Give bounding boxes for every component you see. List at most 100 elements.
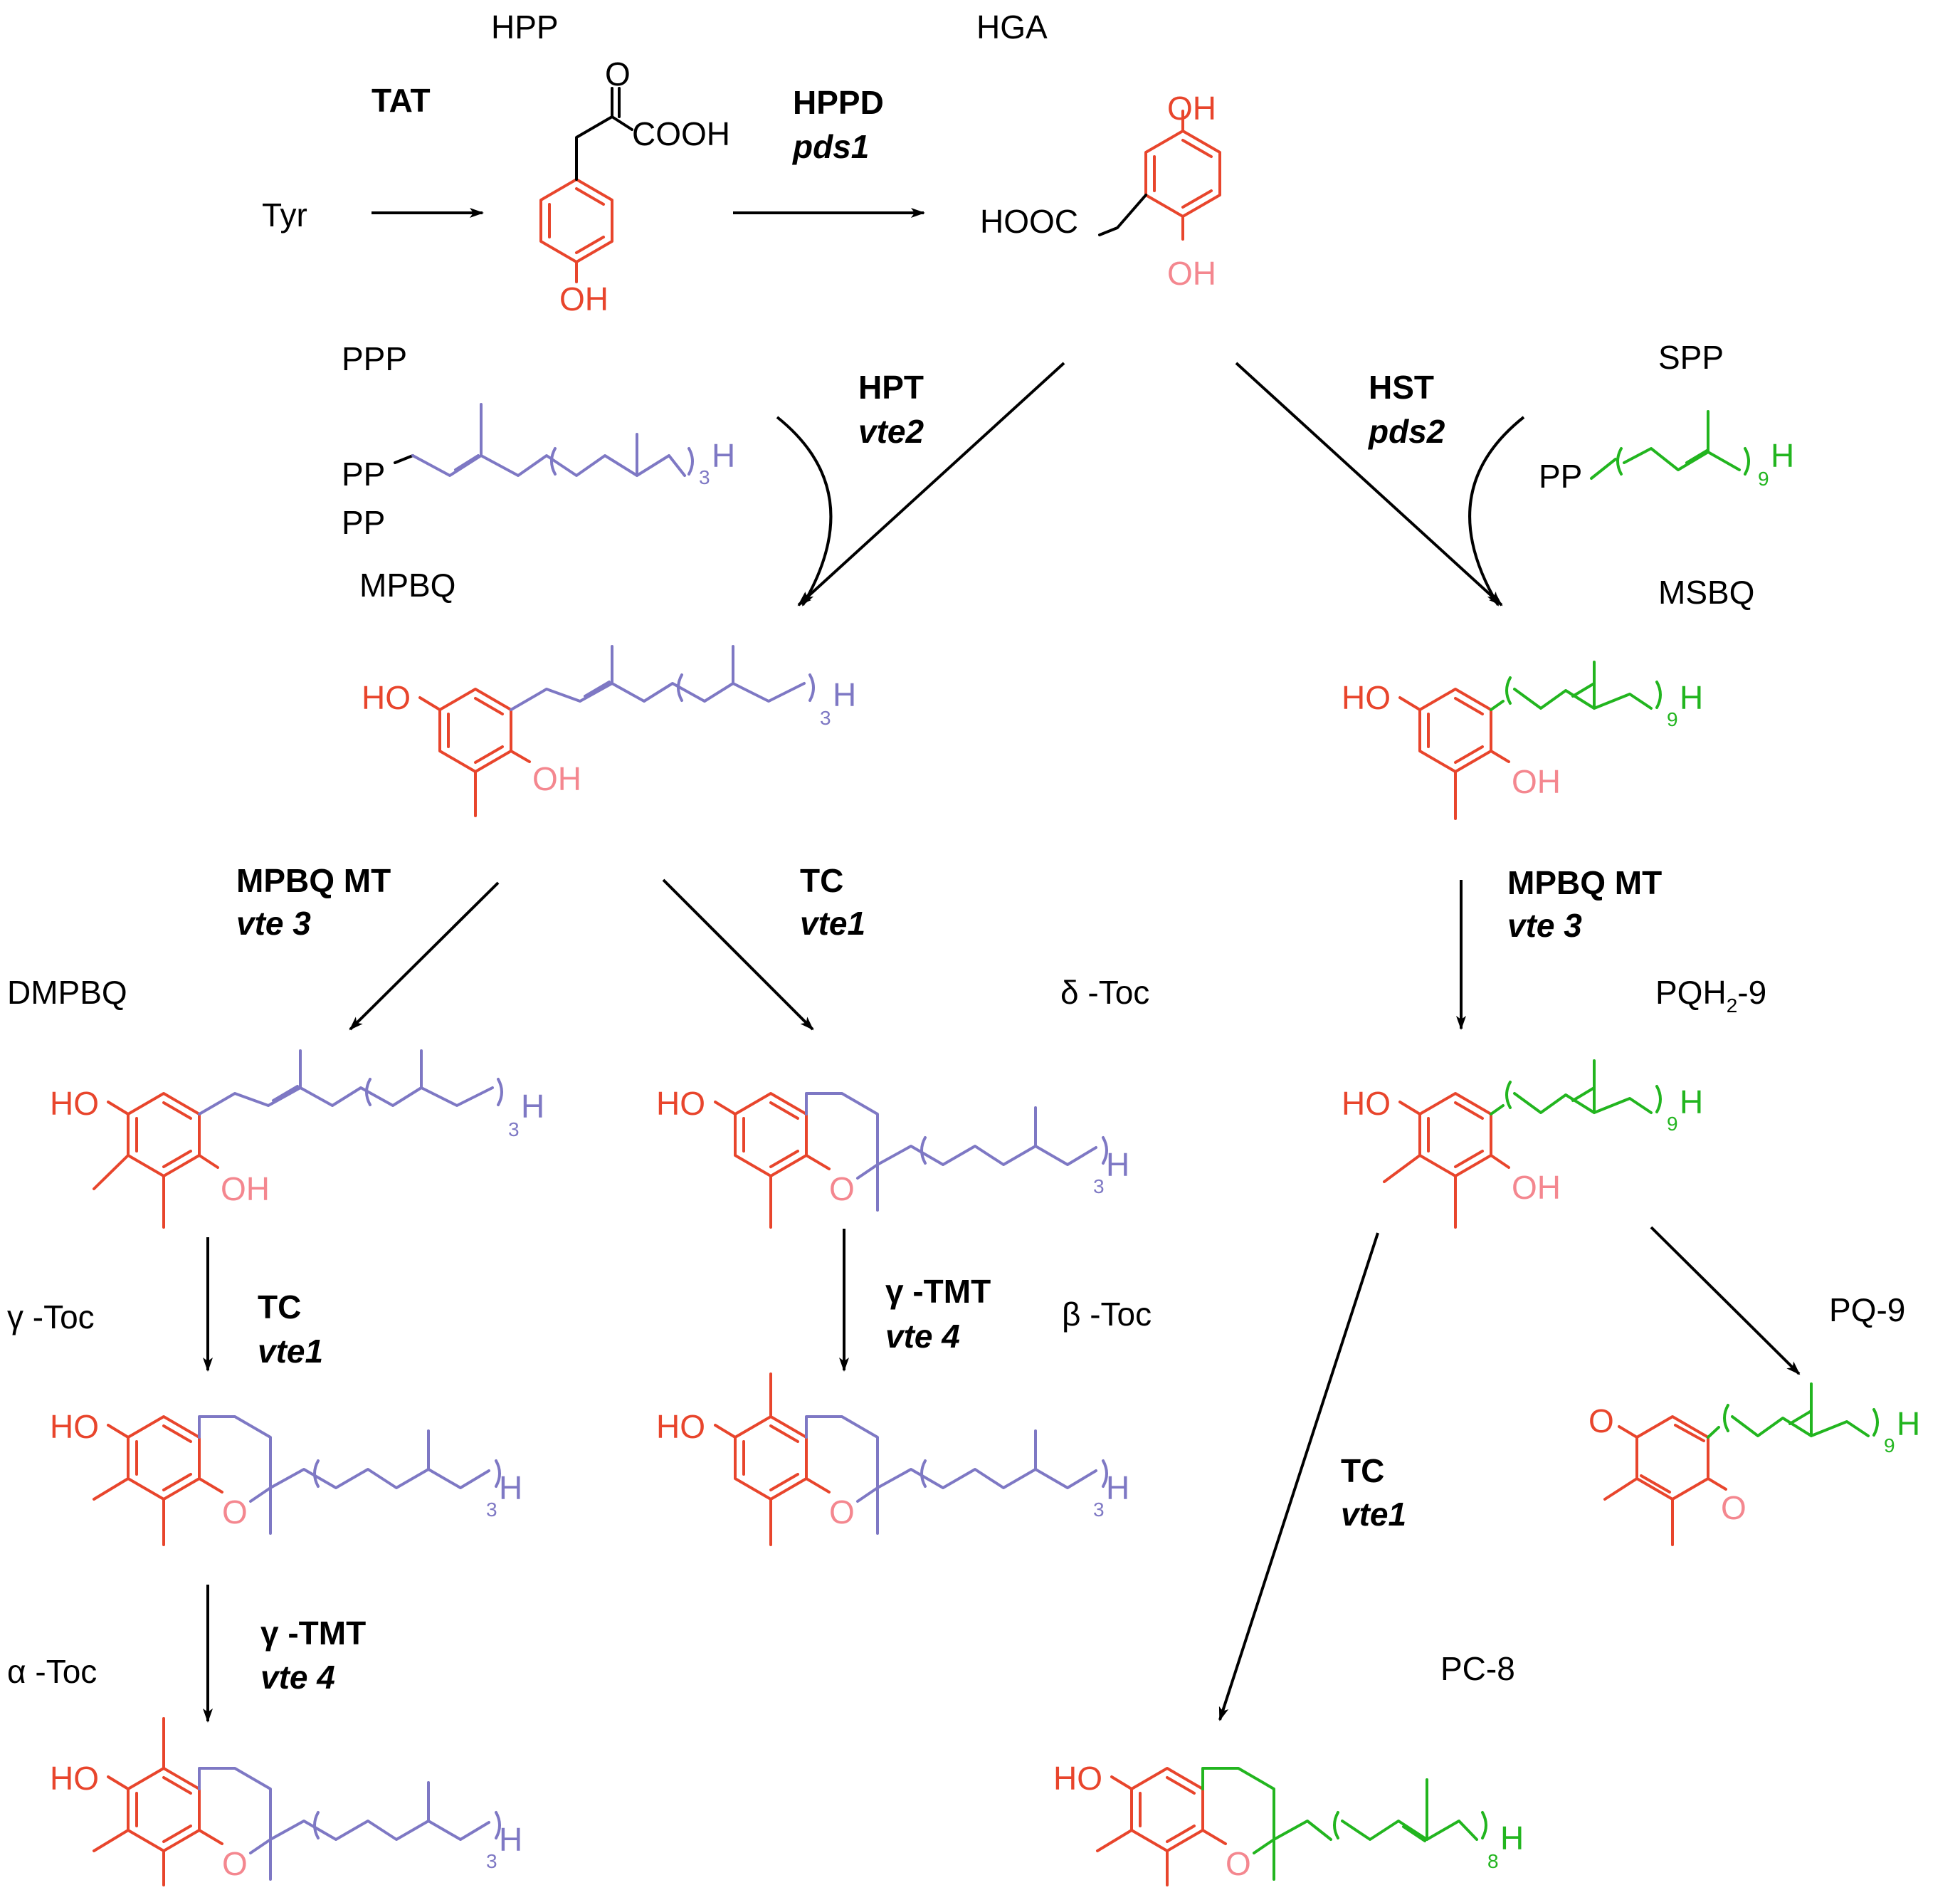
svg-text:3: 3 <box>486 1498 497 1521</box>
gene-label-vte2: vte2 <box>858 413 924 450</box>
svg-text:HO: HO <box>1342 679 1391 716</box>
molecule-alpha-toc: HO O 3 H <box>50 1717 522 1886</box>
svg-text:3: 3 <box>486 1850 497 1872</box>
enzyme-label-hst: HST <box>1369 369 1434 406</box>
enzyme-label-mpbq-mt-right: MPBQ MT <box>1507 864 1662 901</box>
svg-text:OH: OH <box>1512 1169 1561 1206</box>
svg-text:O: O <box>605 56 631 93</box>
svg-text:H: H <box>833 676 856 713</box>
compound-label-delta-toc: δ -Toc <box>1060 974 1149 1011</box>
svg-text:PP: PP <box>342 504 385 541</box>
gene-label-pds1: pds1 <box>791 128 869 165</box>
svg-text:H: H <box>1106 1146 1129 1183</box>
svg-text:O: O <box>829 1170 855 1207</box>
svg-text:H: H <box>521 1088 544 1125</box>
arrow-spp-to-msbq <box>1468 416 1525 607</box>
compound-label-spp: SPP <box>1658 339 1724 376</box>
svg-text:HO: HO <box>1342 1085 1391 1122</box>
svg-text:O: O <box>222 1494 248 1531</box>
molecule-pc-8: HO O 8 H <box>1053 1760 1524 1886</box>
molecule-beta-toc: HO O 3 H <box>656 1372 1129 1546</box>
svg-text:H: H <box>1500 1820 1524 1857</box>
svg-text:3: 3 <box>699 466 710 488</box>
compound-label-pqh2-9: PQH2-9 <box>1655 974 1766 1017</box>
svg-text:O: O <box>1721 1489 1746 1526</box>
svg-text:O: O <box>222 1845 248 1882</box>
svg-text:OH: OH <box>532 760 581 797</box>
gene-label-vte1-left: vte1 <box>258 1333 323 1370</box>
svg-text:H: H <box>1771 437 1794 474</box>
svg-text:HO: HO <box>362 679 411 716</box>
svg-text:3: 3 <box>508 1118 520 1140</box>
arrow-ppp-to-mpbq <box>776 416 833 607</box>
molecule-pqh2-9: HO OH 9 H <box>1342 1059 1703 1229</box>
svg-text:9: 9 <box>1884 1434 1895 1456</box>
compound-label-pc-8: PC-8 <box>1440 1650 1515 1687</box>
svg-text:O: O <box>1226 1845 1251 1882</box>
svg-text:OH: OH <box>1167 255 1216 292</box>
svg-text:3: 3 <box>820 707 831 729</box>
compound-label-alpha-toc: α -Toc <box>7 1653 97 1690</box>
svg-text:8: 8 <box>1487 1850 1499 1872</box>
enzyme-label-hppd: HPPD <box>793 84 884 121</box>
svg-text:3: 3 <box>1093 1498 1105 1521</box>
molecule-ppp: PP PP 3 H <box>342 403 735 541</box>
svg-text:H: H <box>499 1469 522 1506</box>
svg-text:HO: HO <box>50 1085 99 1122</box>
svg-text:HO: HO <box>50 1408 99 1445</box>
compound-label-mpbq: MPBQ <box>359 567 455 604</box>
enzyme-label-gtmt-left: γ -TMT <box>260 1615 366 1652</box>
molecule-hpp: OH O COOH <box>539 56 730 317</box>
molecule-gamma-toc: HO O 3 H <box>50 1408 522 1546</box>
molecule-delta-toc: HO O 3 H <box>656 1085 1129 1229</box>
enzyme-label-tc-mid: TC <box>800 862 843 899</box>
enzyme-label-gtmt-mid: γ -TMT <box>885 1273 991 1310</box>
svg-text:PP: PP <box>342 456 385 493</box>
enzyme-label-hpt: HPT <box>858 369 924 406</box>
compound-label-gamma-toc: γ -Toc <box>7 1298 95 1335</box>
molecule-hga: OH OH HOOC <box>980 90 1221 292</box>
svg-text:3: 3 <box>1093 1175 1105 1197</box>
gene-label-pds2: pds2 <box>1367 413 1445 450</box>
molecule-spp: PP 9 H <box>1539 410 1794 495</box>
compound-label-dmpbq: DMPBQ <box>7 974 127 1011</box>
svg-text:9: 9 <box>1758 468 1769 490</box>
gene-label-vte1-right: vte1 <box>1341 1496 1406 1533</box>
arrow-hga-to-mpbq <box>797 362 1065 607</box>
molecule-msbq: HO OH 9 H <box>1342 661 1703 820</box>
molecule-pq-9: O O 9 H <box>1588 1382 1920 1546</box>
svg-text:OH: OH <box>1167 90 1216 127</box>
svg-text:9: 9 <box>1667 708 1678 730</box>
arrow-hga-to-msbq <box>1235 362 1503 607</box>
svg-text:HO: HO <box>1053 1760 1102 1797</box>
compound-label-beta-toc: β -Toc <box>1062 1296 1152 1333</box>
gene-label-vte1-mid: vte1 <box>800 905 865 942</box>
svg-text:O: O <box>1588 1402 1614 1439</box>
molecule-dmpbq: HO OH 3 H <box>50 1049 544 1229</box>
svg-text:PP: PP <box>1539 458 1582 495</box>
svg-text:HOOC: HOOC <box>980 203 1078 240</box>
svg-text:H: H <box>1106 1469 1129 1506</box>
svg-text:OH: OH <box>559 280 608 317</box>
compound-label-hga: HGA <box>976 9 1048 46</box>
compound-label-pq-9: PQ-9 <box>1829 1291 1905 1328</box>
svg-text:H: H <box>1680 679 1703 716</box>
enzyme-label-tc-right: TC <box>1341 1452 1384 1489</box>
svg-text:9: 9 <box>1667 1113 1678 1135</box>
compound-label-hpp: HPP <box>491 9 559 46</box>
svg-text:H: H <box>1680 1083 1703 1120</box>
gene-label-vte4-left: vte 4 <box>260 1659 335 1696</box>
svg-text:HO: HO <box>50 1760 99 1797</box>
enzyme-label-mpbq-mt-left: MPBQ MT <box>236 862 391 899</box>
arrow-pqh2-9-to-pc-8 <box>1218 1232 1379 1721</box>
svg-text:HO: HO <box>656 1085 705 1122</box>
gene-label-vte4-mid: vte 4 <box>885 1318 960 1355</box>
svg-text:H: H <box>499 1821 522 1858</box>
svg-text:COOH: COOH <box>632 115 730 152</box>
compound-label-ppp: PPP <box>342 340 407 377</box>
gene-label-vte3-left: vte 3 <box>236 905 311 942</box>
svg-text:OH: OH <box>1512 763 1561 800</box>
arrow-mpbq-to-dmpbq <box>349 881 500 1031</box>
svg-text:O: O <box>829 1494 855 1531</box>
